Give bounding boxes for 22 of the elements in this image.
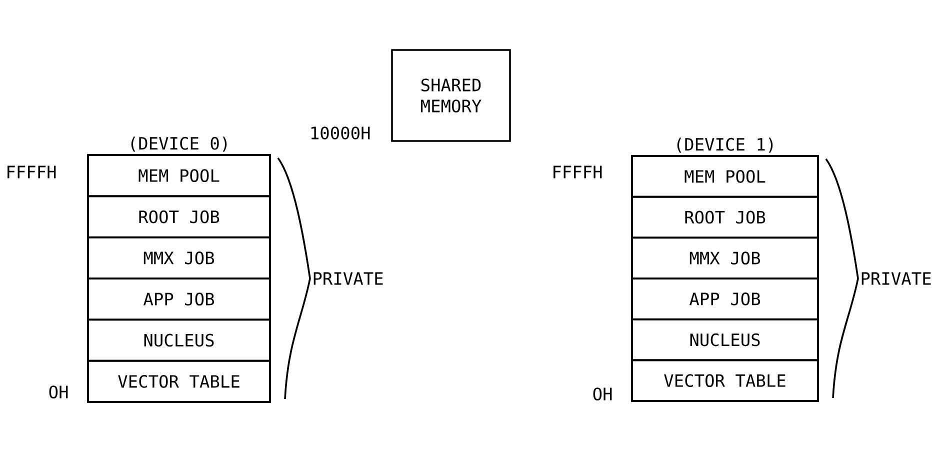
device-heading: (DEVICE 0): [131, 136, 227, 152]
memory-segment: VECTOR TABLE: [631, 359, 819, 402]
memory-segment: MEM POOL: [631, 155, 819, 198]
address-label: 10000H: [311, 126, 370, 140]
memory-segment: MEM POOL: [87, 154, 271, 198]
memory-segment: ROOT JOB: [631, 196, 819, 238]
address-label: OH: [593, 388, 612, 400]
side-label: PRIVATE: [314, 272, 383, 285]
address-label: FFFFH: [8, 166, 56, 178]
address-label: OH: [49, 386, 68, 398]
memory-segment: VECTOR TABLE: [87, 360, 271, 403]
memory-segment: MMX JOB: [631, 236, 819, 280]
side-label: PRIVATE: [862, 272, 931, 285]
memory-box: SHARED MEMORY: [391, 49, 511, 142]
memory-segment: APP JOB: [631, 278, 819, 320]
memory-segment: ROOT JOB: [87, 195, 271, 238]
memory-segment: NUCLEUS: [631, 318, 819, 362]
address-label: FFFFH: [554, 166, 602, 178]
device-heading: (DEVICE 1): [677, 138, 773, 153]
memory-segment: APP JOB: [87, 278, 271, 321]
memory-segment: MMX JOB: [87, 236, 271, 280]
memory-segment: NUCLEUS: [87, 318, 271, 362]
